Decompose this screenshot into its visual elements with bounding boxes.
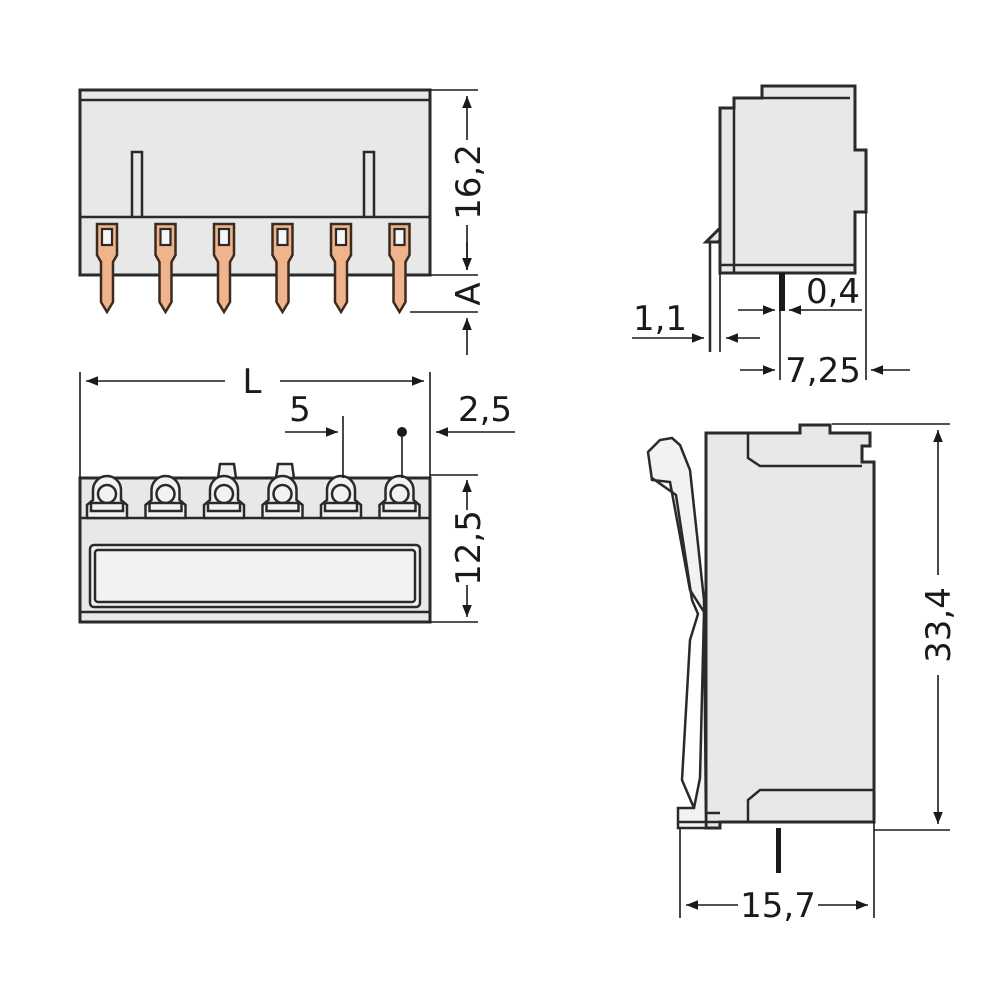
dim-pin-length: A <box>449 282 489 305</box>
dim-pin-offset: 7,25 <box>785 351 861 391</box>
front-view-with-pins <box>78 88 432 315</box>
dim-edge-offset: 2,5 <box>458 390 512 430</box>
clamp-base <box>206 501 242 513</box>
dimension-15-7: 15,7 <box>679 822 875 926</box>
side-view-large <box>646 423 876 873</box>
pin-slot <box>276 227 289 247</box>
dim-wall-thickness: 1,1 <box>633 299 687 339</box>
dim-length: L <box>243 362 262 402</box>
clamp-base <box>148 501 183 513</box>
dim-pin-thickness: 0,4 <box>806 272 860 312</box>
dim-total-height: 33,4 <box>919 587 959 663</box>
dimension-16-2: 16,2 <box>430 89 489 276</box>
dim-pitch: 5 <box>289 390 311 430</box>
clamp-base <box>89 501 125 513</box>
dimension-33-4: 33,4 <box>832 423 959 831</box>
dim-height-top: 16,2 <box>449 144 489 220</box>
clamp-row <box>85 474 421 520</box>
dimension-l: L <box>79 362 431 478</box>
pin-slot <box>217 227 231 247</box>
pin-row <box>95 222 411 315</box>
dimension-1-1: 1,1 <box>632 273 760 352</box>
clamp-base <box>382 501 417 513</box>
dimension-2-5: 2,5 <box>397 390 515 478</box>
dimension-0-4: 0,4 <box>738 272 862 315</box>
clamp-base <box>323 501 359 513</box>
dimension-7-25: 7,25 <box>740 212 910 391</box>
pin-slot <box>393 227 406 247</box>
dim-front-height: 12,5 <box>449 510 489 586</box>
clamp-base <box>265 501 300 513</box>
pin-slot <box>159 227 172 247</box>
top-view <box>78 462 432 624</box>
dimension-a: A <box>410 242 489 355</box>
pin-slot <box>100 227 114 247</box>
dimension-12-5: 12,5 <box>430 474 489 623</box>
side-view-small <box>702 84 868 352</box>
pin-slot <box>334 227 348 247</box>
dim-total-depth: 15,7 <box>740 886 816 926</box>
dimension-5: 5 <box>285 390 344 478</box>
